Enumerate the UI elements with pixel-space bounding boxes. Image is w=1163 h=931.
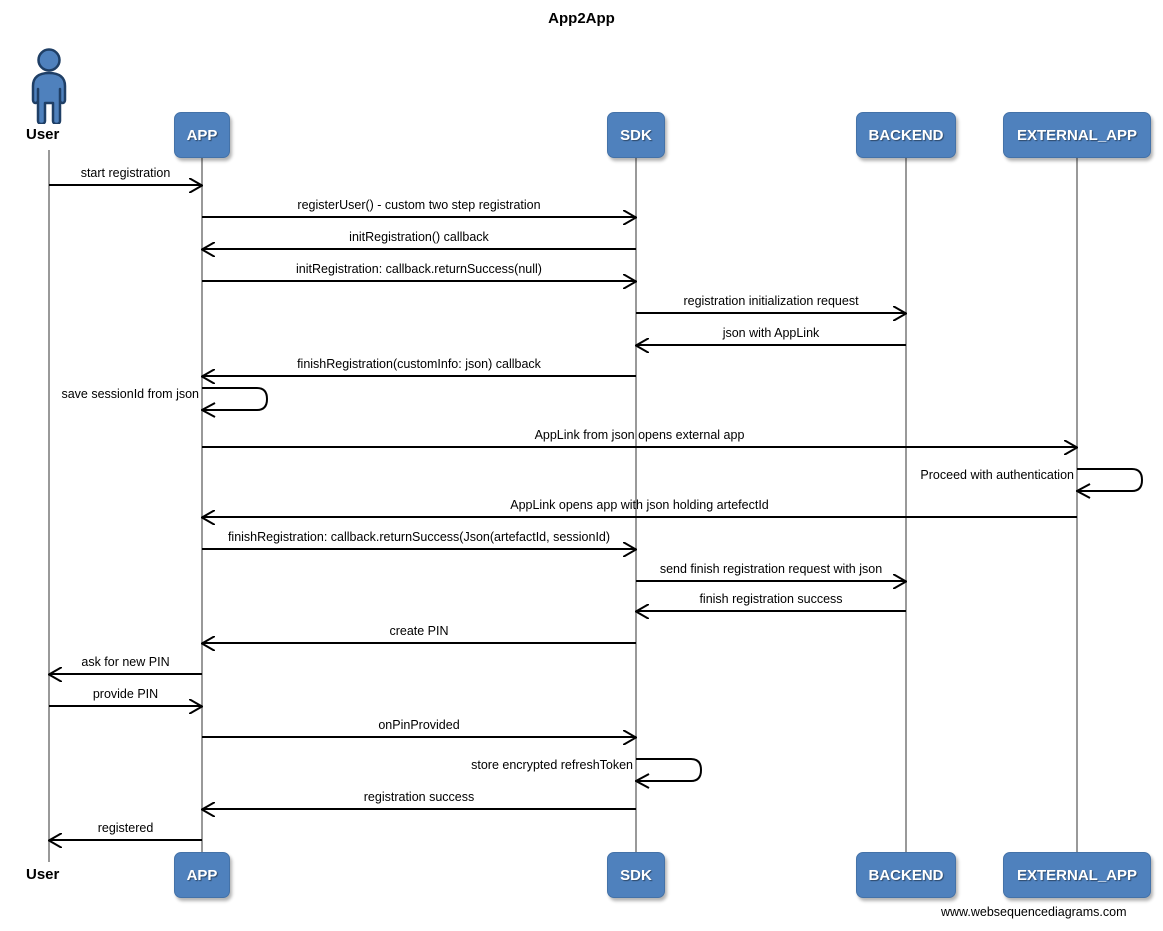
actor-box-backend-bottom[interactable]: BACKEND [856, 852, 956, 898]
arrow-head-icon [201, 510, 215, 525]
arrow-head-icon [635, 338, 649, 353]
footer-credit: www.websequencediagrams.com [941, 905, 1127, 919]
message-label: AppLink opens app with json holding arte… [510, 498, 769, 512]
page-title: App2App [548, 10, 615, 27]
arrow-head-icon [201, 636, 215, 651]
message-label: send finish registration request with js… [659, 562, 883, 576]
message-line [202, 642, 636, 644]
message-line [636, 580, 906, 582]
actor-box-external_app-top[interactable]: EXTERNAL_APP [1003, 112, 1151, 158]
message-label: ask for new PIN [81, 655, 170, 669]
message-line [49, 705, 202, 707]
message-label: save sessionId from json [61, 387, 199, 401]
arrow-head-icon [1064, 440, 1078, 455]
arrow-head-icon [189, 699, 203, 714]
message-line [49, 673, 202, 675]
message-label: registerUser() - custom two step registr… [297, 198, 541, 212]
actor-box-app-top[interactable]: APP [174, 112, 230, 158]
message-line [636, 312, 906, 314]
actor-box-sdk-top[interactable]: SDK [607, 112, 665, 158]
message-line [202, 736, 636, 738]
message-label: provide PIN [92, 687, 159, 701]
message-label: json with AppLink [722, 326, 820, 340]
message-line [636, 610, 906, 612]
message-label: initRegistration() callback [349, 230, 489, 244]
self-message-app [201, 386, 271, 424]
self-message-external_app [1076, 467, 1146, 505]
arrow-head-icon [48, 833, 62, 848]
message-line [202, 375, 636, 377]
lifeline-app [201, 155, 203, 858]
arrow-head-icon [201, 369, 215, 384]
message-label: create PIN [389, 624, 449, 638]
message-line [202, 516, 1077, 518]
actor-label-user-top: User [26, 126, 60, 143]
message-label: initRegistration: callback.returnSuccess… [296, 262, 542, 276]
message-line [202, 808, 636, 810]
arrow-head-icon [201, 802, 215, 817]
message-label: Proceed with authentication [920, 468, 1074, 482]
message-label: store encrypted refreshToken [471, 758, 633, 772]
message-line [202, 280, 636, 282]
message-label: AppLink from json opens external app [534, 428, 745, 442]
message-label: finishRegistration(customInfo: json) cal… [297, 357, 541, 371]
message-line [49, 184, 202, 186]
lifeline-sdk [635, 155, 637, 858]
message-label: registered [97, 821, 154, 835]
message-label: onPinProvided [378, 718, 460, 732]
message-label: registration success [363, 790, 475, 804]
lifeline-backend [905, 155, 907, 858]
message-line [49, 839, 202, 841]
lifeline-external_app [1076, 155, 1078, 858]
arrow-head-icon [623, 274, 637, 289]
message-label: finish registration success [699, 592, 843, 606]
actor-box-sdk-bottom[interactable]: SDK [607, 852, 665, 898]
arrow-head-icon [893, 306, 907, 321]
actor-label-user-bottom: User [26, 866, 60, 883]
lifeline-user [48, 150, 50, 862]
arrow-head-icon [635, 604, 649, 619]
message-label: registration initialization request [683, 294, 859, 308]
message-line [202, 216, 636, 218]
arrow-head-icon [201, 242, 215, 257]
message-line [636, 344, 906, 346]
self-message-sdk [635, 757, 705, 795]
message-line [202, 446, 1077, 448]
arrow-head-icon [623, 730, 637, 745]
actor-icon-user [26, 48, 72, 124]
arrow-head-icon [48, 667, 62, 682]
actor-box-app-bottom[interactable]: APP [174, 852, 230, 898]
message-line [202, 548, 636, 550]
message-label: finishRegistration: callback.returnSucce… [227, 530, 611, 544]
message-label: start registration [80, 166, 171, 180]
actor-box-external_app-bottom[interactable]: EXTERNAL_APP [1003, 852, 1151, 898]
arrow-head-icon [623, 542, 637, 557]
message-line [202, 248, 636, 250]
arrow-head-icon [189, 178, 203, 193]
arrow-head-icon [623, 210, 637, 225]
actor-box-backend-top[interactable]: BACKEND [856, 112, 956, 158]
arrow-head-icon [893, 574, 907, 589]
